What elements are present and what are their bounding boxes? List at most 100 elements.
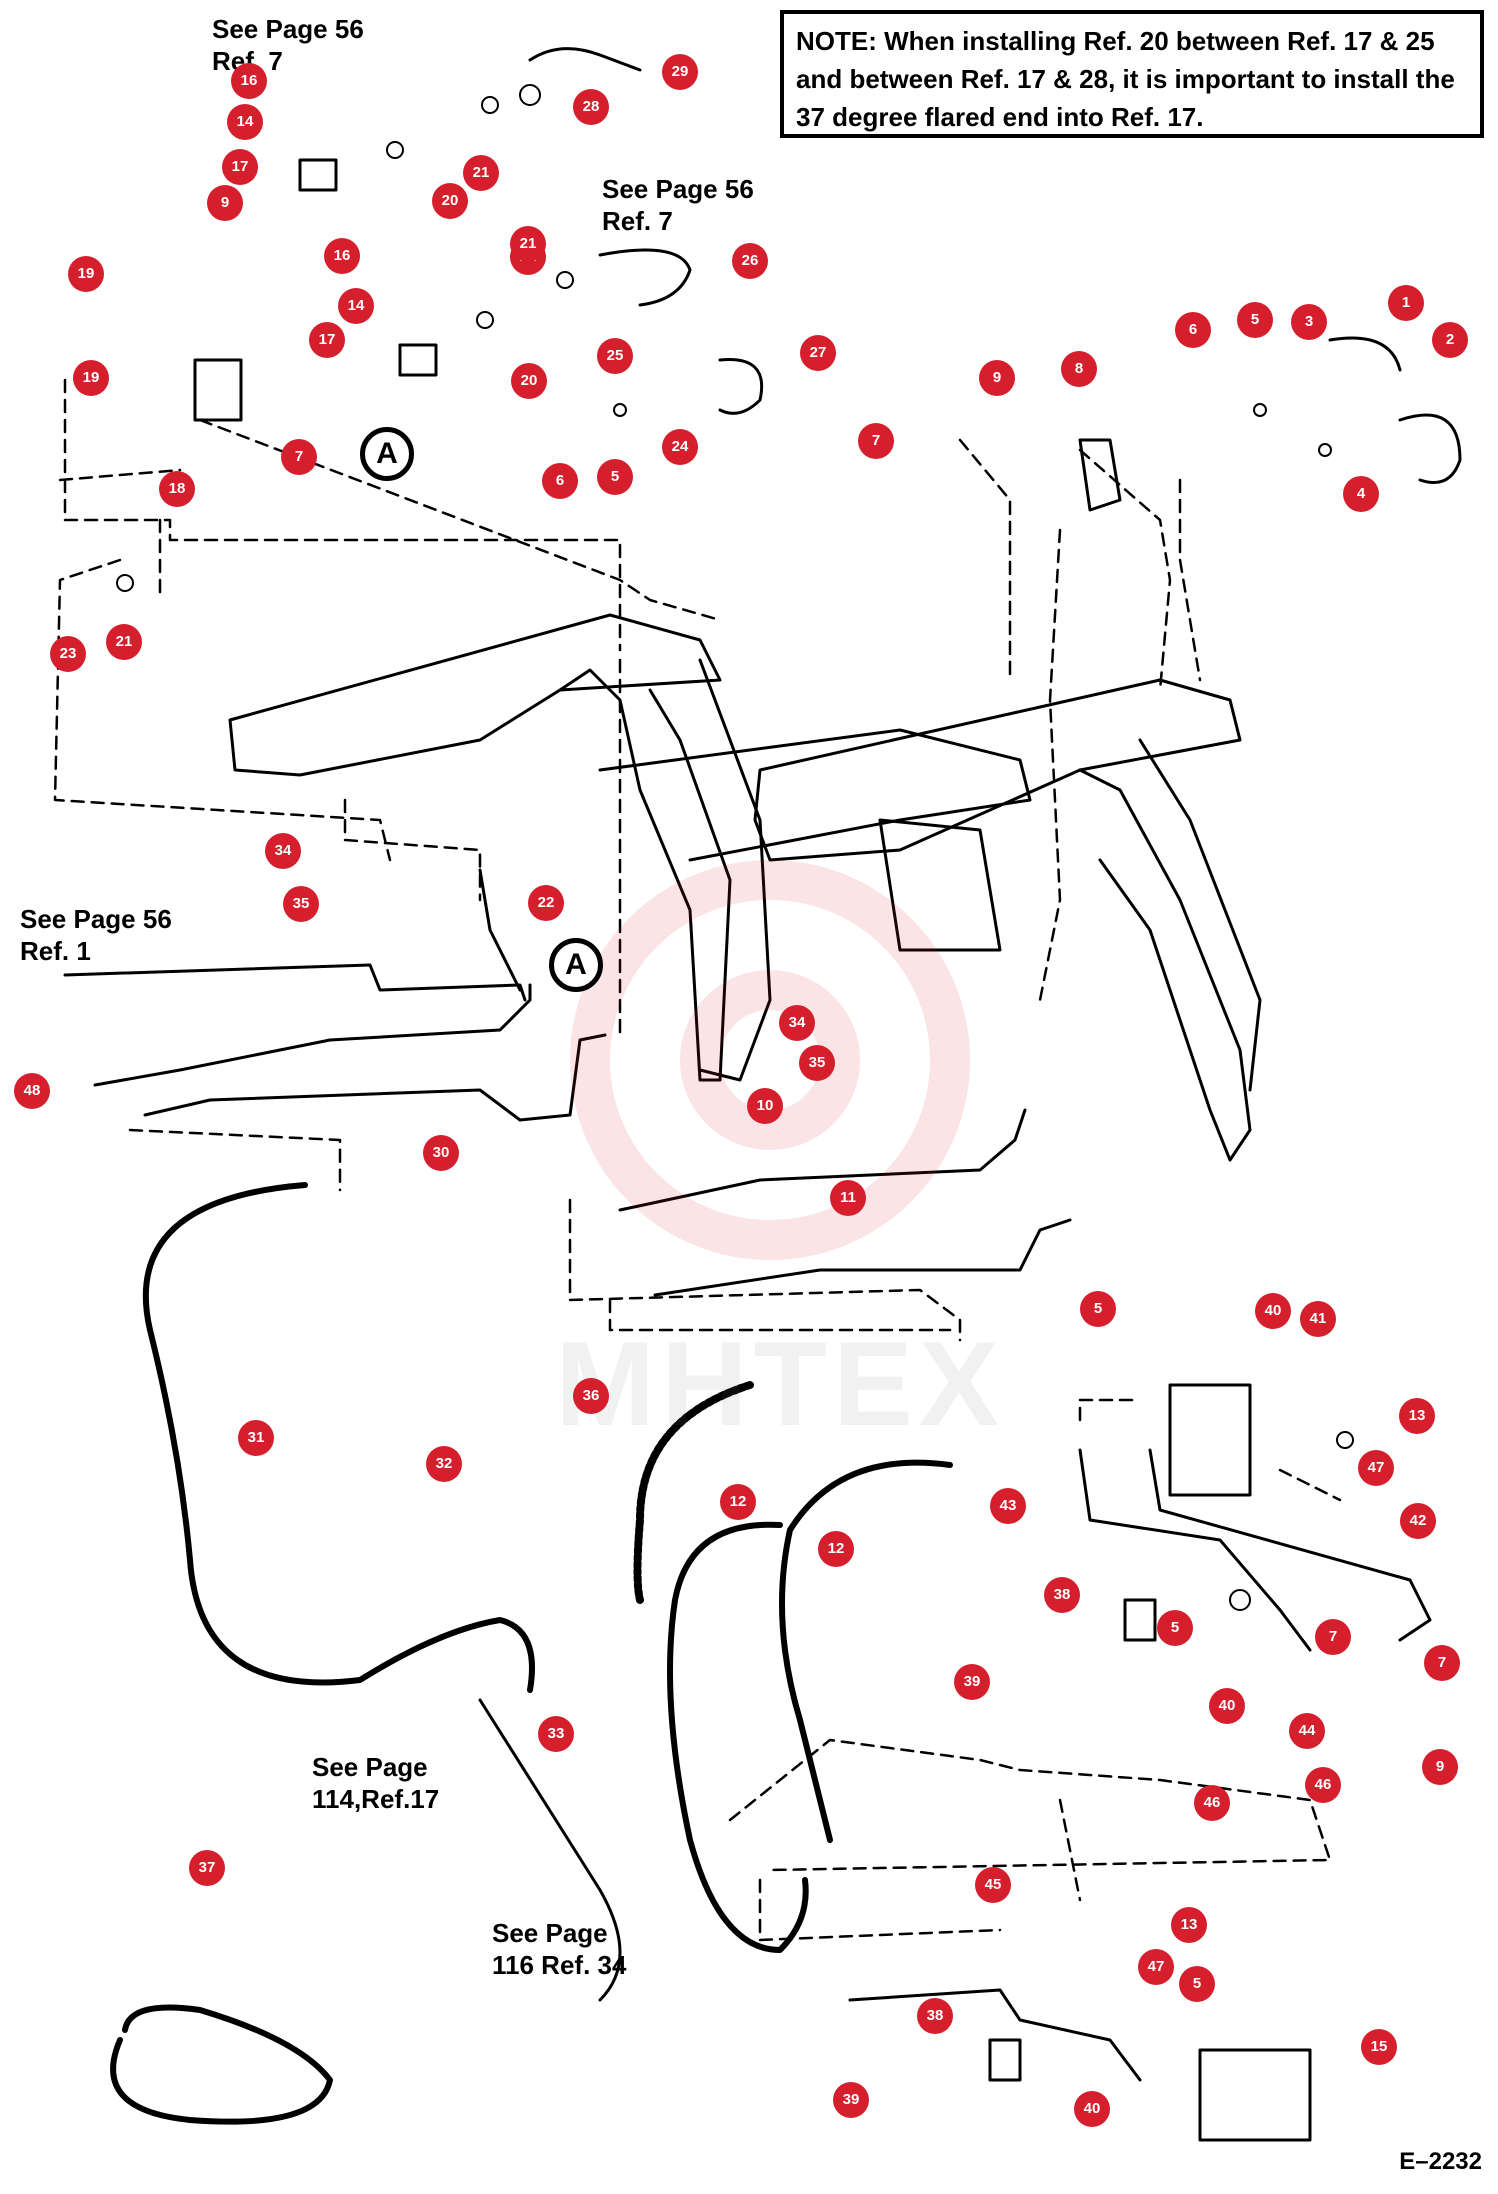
left-pivot <box>698 658 772 1082</box>
callout-ref-48: 48 <box>14 1073 50 1109</box>
callout-ref-19: 19 <box>73 360 109 396</box>
callout-ref-7: 7 <box>1424 1645 1460 1681</box>
bracket-38a <box>1123 1598 1157 1642</box>
callout-ref-6: 6 <box>542 463 578 499</box>
callout-ref-44: 44 <box>1289 1713 1325 1749</box>
callout-ref-45: 45 <box>975 1867 1011 1903</box>
ref-bottom-right-ref: 116 Ref. 34 <box>492 1950 627 1980</box>
callout-ref-19: 19 <box>68 256 104 292</box>
callout-ref-5: 5 <box>1237 302 1273 338</box>
ref-top-left-page: See Page 56 <box>212 14 364 44</box>
marker-a-top: A <box>360 427 414 481</box>
hose-36 <box>633 1381 754 1604</box>
ref-left-page: See Page 56 <box>20 904 172 934</box>
ref-top-mid-ref: Ref. 7 <box>602 206 673 236</box>
callout-ref-15: 15 <box>1361 2029 1397 2065</box>
callout-ref-34: 34 <box>779 1005 815 1041</box>
callout-ref-14: 14 <box>227 104 263 140</box>
callout-ref-40: 40 <box>1209 1688 1245 1724</box>
right-boom-upright <box>1078 768 1252 1162</box>
bracket-8 <box>1078 438 1122 512</box>
callout-ref-13: 13 <box>1171 1907 1207 1943</box>
callout-ref-4: 4 <box>1343 476 1379 512</box>
valve-block-17a <box>298 158 338 192</box>
callout-ref-16: 16 <box>324 238 360 274</box>
bracket-38b <box>988 2038 1022 2082</box>
callout-ref-38: 38 <box>917 1998 953 2034</box>
hose-31 <box>142 1182 535 1693</box>
callout-ref-5: 5 <box>597 459 633 495</box>
callout-ref-46: 46 <box>1194 1785 1230 1821</box>
callout-ref-9: 9 <box>207 185 243 221</box>
ref-bottom-mid-page: See Page <box>312 1752 428 1782</box>
callout-ref-6: 6 <box>1175 312 1211 348</box>
tube-48 <box>93 983 532 1087</box>
right-rear-upright <box>1138 738 1262 1092</box>
callout-ref-47: 47 <box>1138 1949 1174 1985</box>
callout-ref-41: 41 <box>1300 1301 1336 1337</box>
callout-ref-18: 18 <box>159 471 195 507</box>
callout-ref-28: 28 <box>573 89 609 125</box>
callout-ref-37: 37 <box>189 1850 225 1886</box>
hose-12a <box>779 1459 953 1843</box>
callout-ref-23: 23 <box>50 636 86 672</box>
callout-ref-7: 7 <box>1315 1619 1351 1655</box>
callout-ref-17: 17 <box>309 322 345 358</box>
callout-ref-35: 35 <box>283 886 319 922</box>
callout-ref-20: 20 <box>511 363 547 399</box>
note-label: NOTE: <box>796 26 877 56</box>
callout-ref-13: 13 <box>1399 1398 1435 1434</box>
callout-ref-29: 29 <box>662 54 698 90</box>
callout-ref-5: 5 <box>1179 1966 1215 2002</box>
callout-ref-32: 32 <box>426 1446 462 1482</box>
callout-ref-42: 42 <box>1400 1503 1436 1539</box>
callout-ref-27: 27 <box>800 335 836 371</box>
left-boom-upright <box>558 668 732 1082</box>
callout-ref-1: 1 <box>1388 285 1424 321</box>
center-frame <box>878 818 1002 952</box>
callout-ref-40: 40 <box>1255 1293 1291 1329</box>
marker-a-bottom: A <box>549 938 603 992</box>
cross-tube <box>598 728 1032 862</box>
callout-ref-7: 7 <box>858 423 894 459</box>
callout-ref-7: 7 <box>281 439 317 475</box>
tube-22b <box>478 868 522 992</box>
tube-26 <box>598 248 692 307</box>
callout-ref-5: 5 <box>1080 1291 1116 1327</box>
callout-ref-14: 14 <box>338 288 374 324</box>
callout-ref-43: 43 <box>990 1488 1026 1524</box>
callout-ref-25: 25 <box>597 338 633 374</box>
callout-ref-9: 9 <box>979 360 1015 396</box>
callout-ref-33: 33 <box>538 1716 574 1752</box>
installation-note: NOTE: When installing Ref. 20 between Re… <box>780 10 1484 138</box>
tube-10 <box>618 1108 1027 1212</box>
callout-ref-46: 46 <box>1305 1767 1341 1803</box>
callout-ref-20: 20 <box>432 183 468 219</box>
callout-ref-39: 39 <box>833 2082 869 2118</box>
callout-ref-39: 39 <box>954 1664 990 1700</box>
watermark: MHTEX <box>555 1317 1005 1451</box>
callout-ref-26: 26 <box>732 243 768 279</box>
callout-ref-34: 34 <box>265 833 301 869</box>
callout-ref-12: 12 <box>720 1484 756 1520</box>
callout-ref-38: 38 <box>1044 1577 1080 1613</box>
tube-42 <box>1148 1448 1432 1642</box>
callout-ref-10: 10 <box>747 1088 783 1124</box>
callout-ref-30: 30 <box>423 1135 459 1171</box>
callout-ref-9: 9 <box>1422 1749 1458 1785</box>
valve-block-17b <box>398 343 438 377</box>
note-text: When installing Ref. 20 between Ref. 17 … <box>796 26 1455 132</box>
tube-11 <box>653 1218 1072 1297</box>
tube-upper-right <box>1328 336 1402 372</box>
callout-ref-16: 16 <box>231 63 267 99</box>
callout-ref-5: 5 <box>1157 1610 1193 1646</box>
tube-30 <box>143 1033 607 1122</box>
callout-ref-12: 12 <box>818 1531 854 1567</box>
figure-code: E–2232 <box>1399 2148 1482 2175</box>
callout-ref-36: 36 <box>573 1378 609 1414</box>
ref-bottom-mid-ref: 114,Ref.17 <box>312 1784 440 1814</box>
tube-45 <box>848 1988 1142 2082</box>
callout-ref-17: 17 <box>222 149 258 185</box>
hose-33 <box>478 1698 622 2002</box>
